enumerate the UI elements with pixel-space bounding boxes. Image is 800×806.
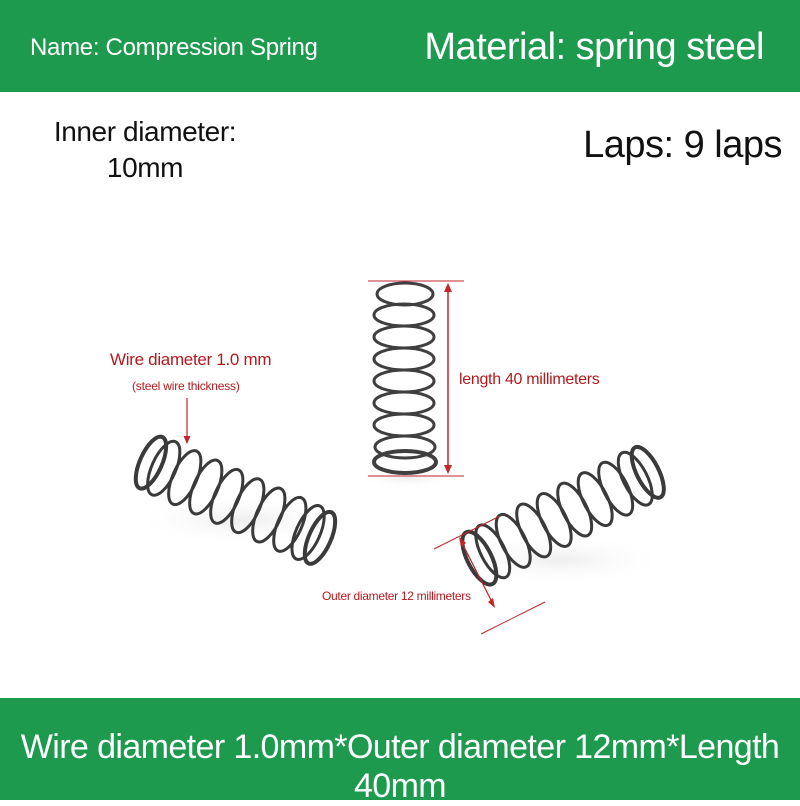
- top-banner: Name: Compression Spring Material: sprin…: [0, 0, 800, 92]
- spec-summary: Wire diameter 1.0mm*Outer diameter 12mm*…: [20, 728, 780, 805]
- inner-diameter-title: Inner diameter:: [53, 116, 237, 147]
- laps-label: Laps: 9 laps: [583, 124, 782, 166]
- wire-diameter-arrow: [183, 398, 191, 444]
- inner-diameter-value: 10mm: [106, 152, 184, 183]
- outer-diameter-label: Outer diameter 12 millimeters: [322, 589, 471, 603]
- middle-spring-shadow: [357, 468, 457, 488]
- right-spring: [460, 444, 666, 587]
- product-name: Name: Compression Spring: [30, 34, 318, 61]
- middle-spring: [372, 281, 438, 475]
- bottom-banner: Wire diameter 1.0mm*Outer diameter 12mm*…: [0, 698, 800, 805]
- wire-thickness-note: (steel wire thickness): [132, 379, 240, 393]
- length-label: length 40 millimeters: [459, 371, 600, 388]
- inner-diameter-label: Inner diameter: 10mm: [40, 114, 250, 186]
- wire-diameter-label: Wire diameter 1.0 mm: [110, 350, 272, 369]
- material-label: Material: spring steel: [424, 26, 764, 68]
- outer-diameter-marker: [433, 515, 546, 635]
- left-spring: [133, 434, 338, 566]
- length-dimension-marker: [368, 280, 464, 477]
